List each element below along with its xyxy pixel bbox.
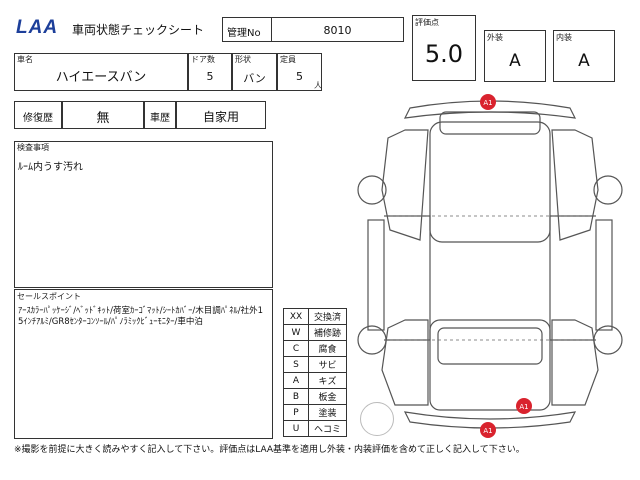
legend-meaning: 塗装 <box>308 404 347 421</box>
damage-mark-rear-code: A1 <box>483 427 492 435</box>
control-no-cell: 8010 <box>271 17 404 42</box>
repair-value: 無 <box>96 111 110 126</box>
legend-code: P <box>283 404 309 421</box>
logo: LAA <box>16 17 70 39</box>
exterior-value: A <box>509 51 521 71</box>
roof-outline <box>429 121 551 243</box>
usage-label-cell: 車歴 <box>144 101 176 129</box>
inspection-label: 検査事項 <box>17 143 49 152</box>
left-side-outline <box>367 219 385 331</box>
rear-bumper-outline <box>403 411 577 429</box>
damage-mark-rear-corner-code: A1 <box>519 403 528 411</box>
usage-value: 自家用 <box>202 110 239 124</box>
spare-tire-icon <box>360 402 394 436</box>
car-name-label: 車名 <box>17 55 33 64</box>
interior-box: 内装 A <box>553 30 615 82</box>
capacity-cell: 定員 5 人 <box>277 53 322 91</box>
score-label: 評価点 <box>415 18 439 27</box>
front-bumper-outline <box>403 100 577 119</box>
legend-meaning: サビ <box>308 356 347 373</box>
left-rear-fender-outline <box>381 319 429 406</box>
right-body-outline <box>549 215 596 341</box>
legend-meaning: 補修跡 <box>308 324 347 341</box>
interior-value: A <box>578 51 590 71</box>
repair-value-cell: 無 <box>62 101 144 129</box>
control-no-value: 8010 <box>323 24 352 37</box>
right-side-outline <box>595 219 613 331</box>
damage-mark-rear-corner: A1 <box>516 398 532 414</box>
sales-points-box: セールスポイント ｱｰｽｶﾗｰﾊﾟｯｹｰｼﾞ/ﾍﾞｯﾄﾞｷｯﾄ/荷室ｶｰｺﾞﾏｯ… <box>14 289 273 439</box>
damage-mark-rear: A1 <box>480 422 496 438</box>
repair-label-cell: 修復歴 <box>14 101 62 129</box>
legend-meaning: 腐食 <box>308 340 347 357</box>
windshield-outline <box>439 111 541 135</box>
legend-code: C <box>283 340 309 357</box>
legend-code: W <box>283 324 309 341</box>
inspection-box: 検査事項 ﾙｰﾑ内うす汚れ <box>14 141 273 288</box>
score-box: 評価点 5.0 <box>412 15 476 81</box>
left-front-wheel <box>357 175 387 205</box>
usage-label: 車歴 <box>150 113 170 124</box>
legend-meaning: キズ <box>308 372 347 389</box>
sales-points-label: セールスポイント <box>17 292 81 301</box>
exterior-label: 外装 <box>487 33 503 42</box>
legend-code: XX <box>283 308 309 325</box>
legend-meaning: 板金 <box>308 388 347 405</box>
legend-code: S <box>283 356 309 373</box>
exterior-box: 外装 A <box>484 30 546 82</box>
body-type-value: バン <box>243 72 266 85</box>
body-type-cell: 形状 バン <box>232 53 277 91</box>
control-no-label-cell: 管理No <box>222 17 272 42</box>
inspection-text: ﾙｰﾑ内うす汚れ <box>18 162 83 173</box>
left-front-fender-outline <box>381 129 429 241</box>
legend-code: A <box>283 372 309 389</box>
doors-cell: ドア数 5 <box>188 53 232 91</box>
footer-note: ※撮影を前提に大きく読みやすく記入して下さい。評価点はLAA基準を適用し外装・内… <box>14 445 525 455</box>
usage-value-cell: 自家用 <box>176 101 266 129</box>
logo-text: LAA <box>16 17 59 38</box>
sales-points-text: ｱｰｽｶﾗｰﾊﾟｯｹｰｼﾞ/ﾍﾞｯﾄﾞｷｯﾄ/荷室ｶｰｺﾞﾏｯﾄ/ｼｰﾄｶﾊﾞｰ… <box>18 306 263 327</box>
capacity-unit: 人 <box>314 81 322 90</box>
rear-window-outline <box>437 327 543 365</box>
capacity-label: 定員 <box>280 55 296 64</box>
doors-value: 5 <box>206 70 214 83</box>
sheet-title: 車両状態チェックシート <box>72 23 205 37</box>
legend-meaning: ヘコミ <box>308 420 347 437</box>
legend-code: B <box>283 388 309 405</box>
car-name-cell: 車名 ハイエースバン <box>14 53 188 91</box>
capacity-value: 5 <box>296 70 303 83</box>
score-value: 5.0 <box>424 40 464 68</box>
right-front-fender-outline <box>551 129 599 241</box>
vehicle-diagram: A1 A1 A1 <box>357 94 623 438</box>
legend-code: U <box>283 420 309 437</box>
interior-label: 内装 <box>556 33 572 42</box>
body-type-label: 形状 <box>235 55 251 64</box>
legend-meaning: 交換済 <box>308 308 347 325</box>
damage-mark-front-code: A1 <box>483 99 492 107</box>
right-rear-fender-outline <box>551 319 599 406</box>
car-name-value: ハイエースバン <box>55 70 147 85</box>
repair-label: 修復歴 <box>23 113 53 124</box>
damage-mark-front: A1 <box>480 94 496 110</box>
control-no-label: 管理No <box>227 28 261 39</box>
rear-roof-outline <box>429 319 551 411</box>
doors-label: ドア数 <box>191 55 215 64</box>
right-front-wheel <box>593 175 623 205</box>
left-body-outline <box>384 215 431 341</box>
